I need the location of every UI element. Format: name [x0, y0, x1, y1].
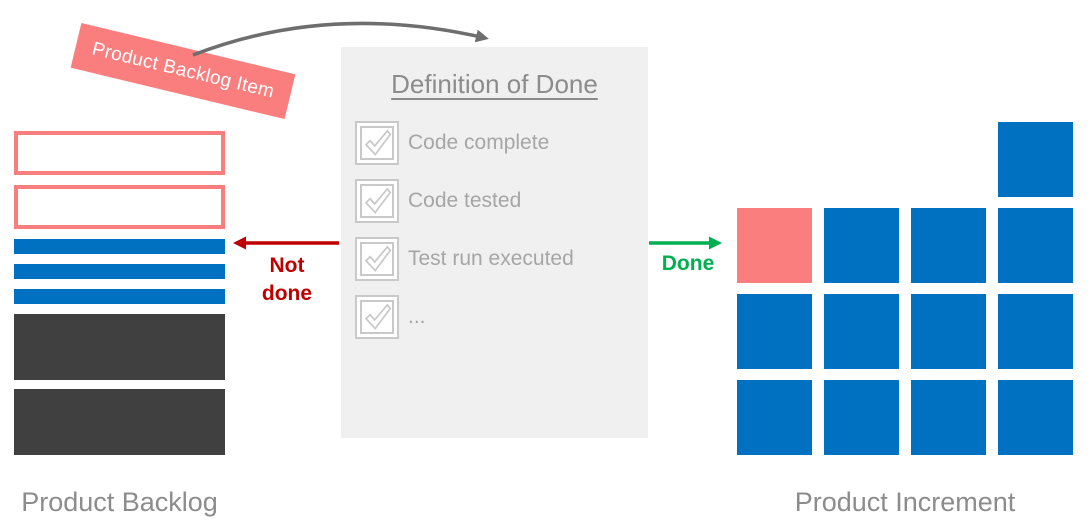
grid-empty-cell: [911, 122, 986, 197]
dod-item: Code tested: [355, 179, 648, 223]
increment-square-blue: [824, 294, 899, 369]
dod-title: Definition of Done: [391, 69, 598, 99]
increment-square-pink: [737, 208, 812, 283]
checked-checkbox-icon: [355, 237, 399, 281]
checked-checkbox-icon: [355, 179, 399, 223]
increment-square-blue: [998, 380, 1073, 455]
checkmark-icon: [364, 245, 392, 272]
increment-square-blue: [824, 208, 899, 283]
product-increment-caption: Product Increment: [794, 487, 1016, 517]
backlog-bar-blue: [14, 239, 225, 254]
checkmark-icon: [364, 129, 392, 156]
dod-item-label: ...: [408, 305, 426, 328]
dod-item: Code complete: [355, 121, 648, 165]
increment-square-blue: [998, 208, 1073, 283]
backlog-stack: [14, 131, 225, 464]
increment-square-blue: [737, 294, 812, 369]
done-label: Done: [661, 252, 715, 275]
backlog-bar-outlined: [14, 185, 225, 229]
grid-empty-cell: [824, 122, 899, 197]
not-done-label: Not done: [261, 254, 313, 306]
backlog-bar-outlined: [14, 131, 225, 175]
product-backlog-caption: Product Backlog: [21, 487, 218, 517]
backlog-bar-blue: [14, 264, 225, 279]
increment-square-blue: [824, 380, 899, 455]
increment-square-blue: [911, 294, 986, 369]
dod-item: Test run executed: [355, 237, 648, 281]
increment-square-blue: [911, 380, 986, 455]
increment-square-blue: [911, 208, 986, 283]
backlog-bar-dark: [14, 314, 225, 380]
increment-grid: [737, 122, 1073, 455]
checkmark-icon: [364, 187, 392, 214]
checkmark-icon: [364, 303, 392, 330]
dod-item-label: Code complete: [408, 131, 550, 154]
increment-square-blue: [998, 122, 1073, 197]
checked-checkbox-icon: [355, 121, 399, 165]
dod-item-label: Code tested: [408, 189, 522, 212]
checked-checkbox-icon: [355, 295, 399, 339]
increment-square-blue: [998, 294, 1073, 369]
dod-item-label: Test run executed: [408, 247, 574, 270]
backlog-bar-blue: [14, 289, 225, 304]
increment-square-blue: [737, 380, 812, 455]
grid-empty-cell: [737, 122, 812, 197]
product-backlog-item-label: Product Backlog Item: [70, 22, 296, 120]
dod-item: ...: [355, 295, 648, 339]
backlog-bar-dark: [14, 389, 225, 455]
